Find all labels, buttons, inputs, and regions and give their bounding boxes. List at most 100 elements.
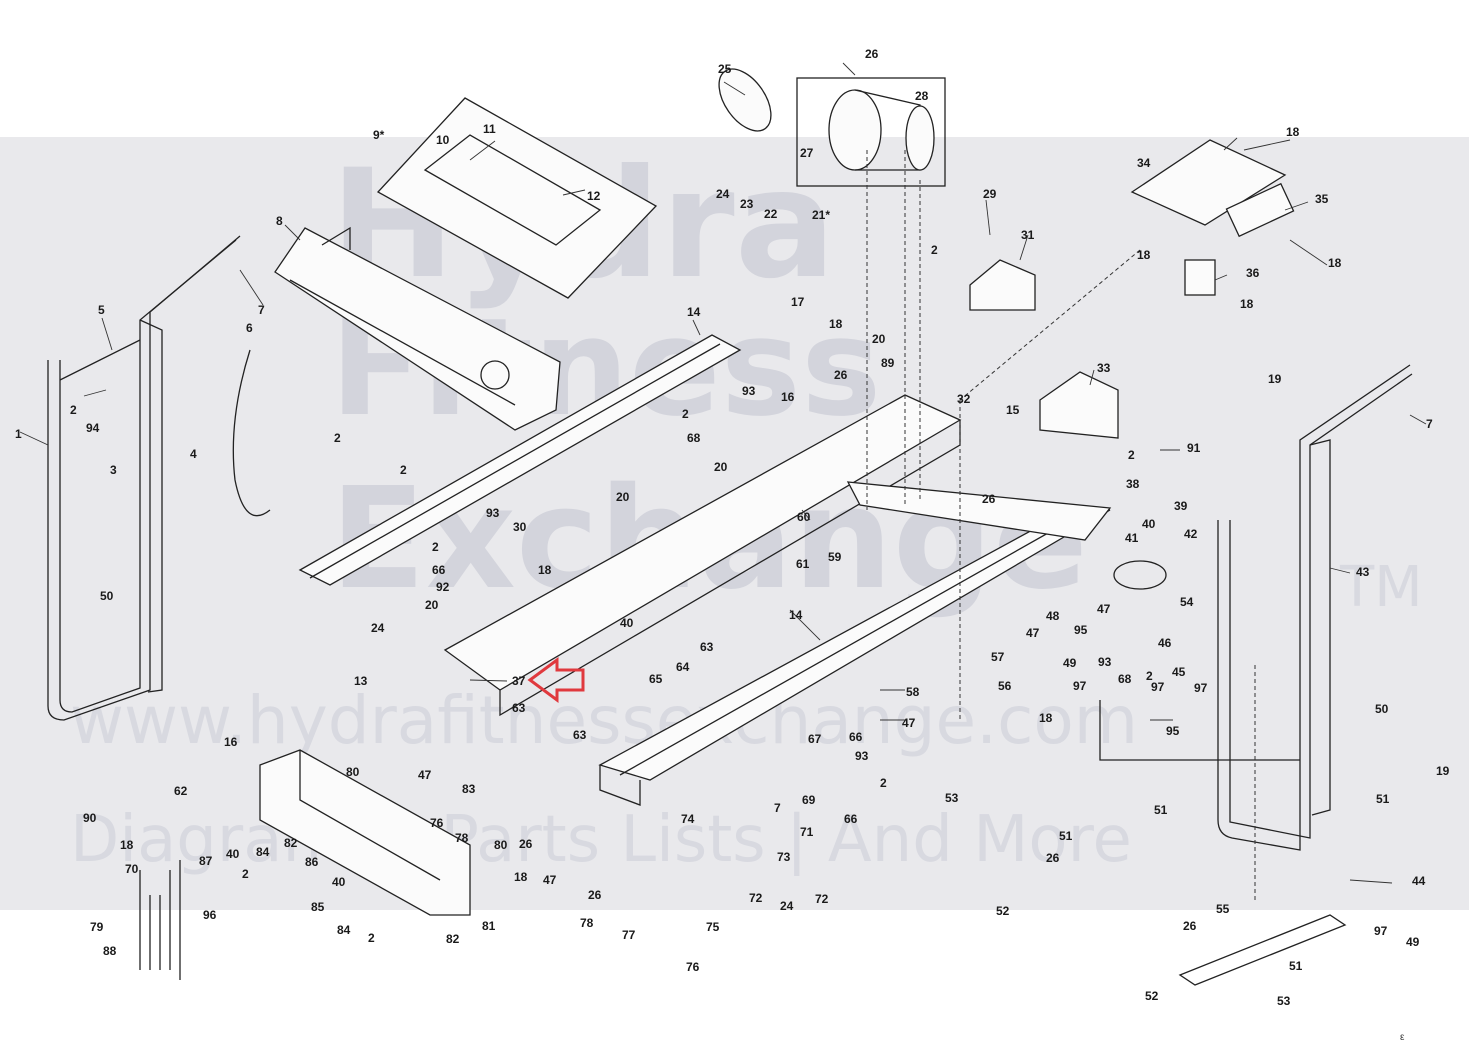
leader-lines [19,62,1427,884]
part-label-2: 2 [334,431,341,445]
part-label-71: 71 [800,825,814,839]
part-label-51: 51 [1289,959,1303,973]
part-label-95: 95 [1074,623,1088,637]
alignment-guides [866,150,1256,900]
part-label-6: 6 [246,321,253,335]
part-label-7: 7 [774,801,781,815]
part-label-97: 97 [1374,924,1388,938]
part-label-87: 87 [199,854,213,868]
part-label-19: 19 [1268,372,1282,386]
part-label-79: 79 [90,920,104,934]
part-label-51: 51 [1154,803,1168,817]
part-label-81: 81 [482,919,496,933]
part-label-33: 33 [1097,361,1111,375]
part-label-50: 50 [1375,702,1389,716]
part-label-51: 51 [1059,829,1073,843]
part-label-47: 47 [902,716,916,730]
part-label-40: 40 [332,875,346,889]
left-upright-frame [47,235,241,721]
part-label-18: 18 [1039,711,1053,725]
part-label-18: 18 [1240,297,1254,311]
part-label-22: 22 [764,207,778,221]
part-label-14: 14 [687,305,701,319]
watermark-trademark: TM [1340,555,1423,620]
part-label-2: 2 [432,540,439,554]
part-label-91: 91 [1187,441,1201,455]
part-label-18: 18 [1328,256,1342,270]
part-label-11: 11 [483,122,496,136]
part-label-44: 44 [1412,874,1426,888]
part-label-24: 24 [371,621,385,635]
part-label-47: 47 [418,768,432,782]
part-label-80: 80 [346,765,360,779]
part-label-15: 15 [1006,403,1020,417]
part-label-18: 18 [829,317,843,331]
part-label-53: 53 [1277,994,1291,1008]
part-label-66: 66 [849,730,863,744]
part-label-40: 40 [620,616,634,630]
part-label-32: 32 [957,392,971,406]
part-label-68: 68 [687,431,701,445]
part-label-18: 18 [1286,125,1300,139]
part-label-49: 49 [1063,656,1077,670]
part-label-36: 36 [1246,266,1260,280]
part-label-2: 2 [880,776,887,790]
part-label-2: 2 [931,243,938,257]
part-label-2: 2 [368,931,375,945]
part-label-8: 8 [276,214,283,228]
part-label-58: 58 [906,685,920,699]
part-labels: 122222222222345677789*101112131414151616… [15,47,1450,1008]
part-label-2: 2 [400,463,407,477]
part-label-2: 2 [1128,448,1135,462]
watermark-url: www.hydrafitnessexchange.com [70,682,1139,759]
part-label-20: 20 [872,332,886,346]
part-label-1: 1 [15,427,22,441]
part-label-10: 10 [436,133,450,147]
part-label-21: 21* [812,208,830,222]
part-label-38: 38 [1126,477,1140,491]
part-label-78: 78 [580,916,594,930]
part-label-64: 64 [676,660,690,674]
part-label-26: 26 [519,837,533,851]
part-label-69: 69 [802,793,816,807]
part-label-68: 68 [1118,672,1132,686]
part-label-47: 47 [1026,626,1040,640]
part-label-20: 20 [714,460,728,474]
part-label-63: 63 [700,640,714,654]
part-label-72: 72 [815,892,829,906]
part-label-18: 18 [538,563,552,577]
part-label-40: 40 [1142,517,1156,531]
part-label-73: 73 [777,850,791,864]
part-label-80: 80 [494,838,508,852]
part-label-89: 89 [881,356,895,370]
part-label-3: 3 [110,463,117,477]
part-label-25: 25 [718,62,732,76]
part-label-14: 14 [789,608,803,622]
part-label-77: 77 [622,928,636,942]
part-label-82: 82 [284,836,298,850]
part-label-47: 47 [543,873,557,887]
part-label-57: 57 [991,650,1005,664]
part-label-93: 93 [486,506,500,520]
part-label-4: 4 [190,447,197,461]
part-label-27: 27 [800,146,814,160]
part-label-46: 46 [1158,636,1172,650]
part-label-40: 40 [226,847,240,861]
part-label-39: 39 [1174,499,1188,513]
part-label-62: 62 [174,784,188,798]
part-label-2: 2 [242,867,249,881]
part-label-55: 55 [1216,902,1230,916]
part-label-90: 90 [83,811,97,825]
part-label-70: 70 [125,862,139,876]
part-label-83: 83 [462,782,476,796]
part-label-54: 54 [1180,595,1194,609]
part-label-26: 26 [834,368,848,382]
part-label-7: 7 [1426,417,1433,431]
belts-and-cables [139,349,1167,980]
part-label-20: 20 [425,598,439,612]
part-label-53: 53 [945,791,959,805]
part-label-2: 2 [70,403,77,417]
part-label-37: 37 [512,674,526,688]
part-label-7: 7 [258,303,265,317]
